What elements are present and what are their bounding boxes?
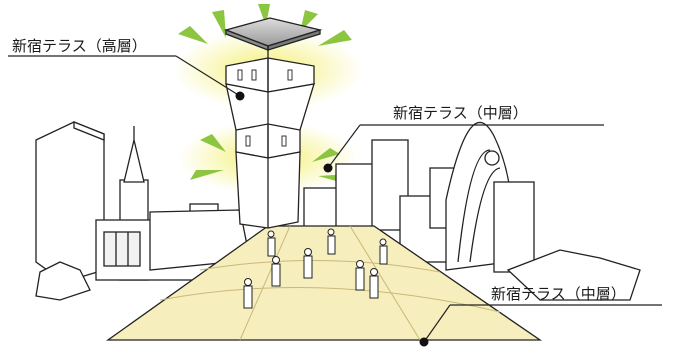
plaza-floor: [105, 225, 543, 341]
middle-callout-dot: [323, 163, 333, 173]
lower-terrace-label: 新宿テラス（中層）: [491, 285, 626, 303]
lower-callout-dot: [419, 337, 429, 347]
middle-terrace-label: 新宿テラス（中層）: [393, 104, 528, 122]
middle-callout-leader: [327, 124, 361, 169]
tower-people: [237, 69, 293, 147]
upper-terrace-label: 新宿テラス（高層）: [12, 37, 147, 55]
upper-callout-dot: [235, 91, 245, 101]
people-on-plaza: [243, 228, 388, 309]
lower-callout-leader: [423, 304, 451, 343]
plaza-lines: [159, 225, 501, 341]
upper-callout-leader: [175, 55, 241, 97]
tower: [223, 17, 323, 229]
